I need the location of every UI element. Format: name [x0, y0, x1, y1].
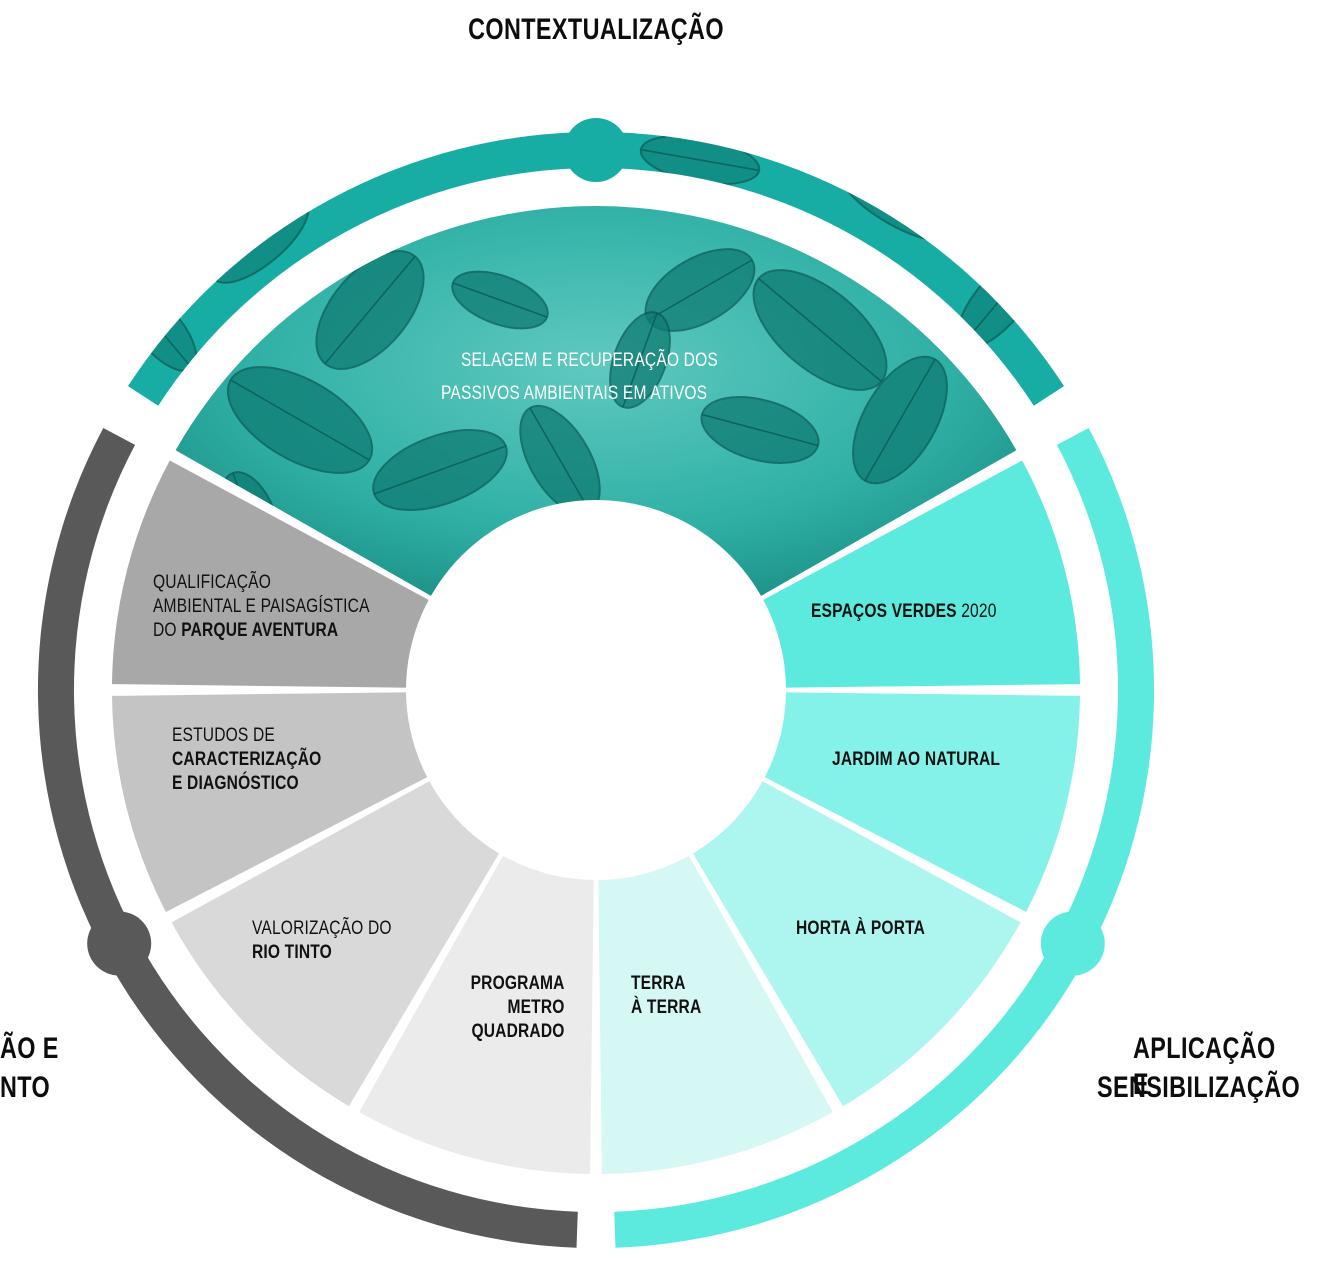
center-circle: [406, 500, 786, 880]
label-horta-a-porta: HORTA À PORTA: [796, 918, 926, 939]
leaf-vein: [452, 282, 548, 318]
leaf-vein: [864, 359, 936, 481]
application-arc: [614, 428, 1155, 1248]
leaf-vein: [758, 278, 882, 382]
planning-arc-knob: [87, 911, 152, 976]
leaf-vein: [640, 148, 760, 172]
leaf-vein: [647, 259, 753, 321]
leaf-vein: [324, 255, 416, 365]
title-planning-line1: ÃO E: [0, 1032, 59, 1065]
leaf-vein: [622, 312, 658, 408]
planning-arc: [37, 428, 578, 1248]
leaf-vein: [373, 445, 507, 495]
title-aplicacao-line1: APLICAÇÃO E: [1133, 1032, 1276, 1101]
segment-espacos-verdes: [750, 460, 1080, 688]
title-contextualizacao: CONTEXTUALIZAÇÃO: [468, 13, 724, 46]
photo-label-line2: PASSIVOS AMBIENTAIS EM ATIVOS: [441, 383, 708, 404]
segment-qualificacao-parque-aventura: [112, 460, 442, 688]
segment-jardim-ao-natural: [751, 692, 1080, 912]
label-qualificacao-parque-aventura: QUALIFICAÇÃO AMBIENTAL E PAISAGÍSTICA DO…: [153, 572, 370, 641]
contextualization-arc: [128, 131, 1064, 406]
contextualization-arc-knob: [564, 118, 628, 182]
title-aplicacao-line2: SENSIBILIZAÇÃO: [1097, 1071, 1301, 1104]
leaf-vein: [529, 407, 591, 513]
segment-terra-a-terra: [598, 842, 833, 1174]
leaf-vein: [701, 413, 819, 447]
label-jardim-ao-natural: JARDIM AO NATURAL: [832, 749, 1001, 770]
label-programa-metro-quadrado: PROGRAMA METRO QUADRADO: [471, 973, 565, 1042]
photo-label-line1: SELAGEM E RECUPERAÇÃO DOS: [461, 350, 718, 371]
segment-horta-a-porta: [685, 774, 1021, 1107]
title-planning-line2: NTO: [0, 1071, 51, 1104]
label-espacos-verdes: ESPAÇOS VERDES 2020: [811, 601, 997, 622]
label-terra-a-terra: TERRA À TERRA: [631, 973, 702, 1018]
label-valorizacao-rio-tinto: VALORIZAÇÃO DO RIO TINTO: [252, 918, 392, 963]
segment-valorizacao-rio-tinto: [171, 774, 507, 1107]
leaf-vein: [230, 379, 370, 461]
application-arc-knob: [1040, 911, 1105, 976]
photo-segment: [175, 206, 1017, 604]
segment-programa-metro-quadrado: [359, 842, 594, 1174]
label-estudos-caracterizacao: ESTUDOS DE CARACTERIZAÇÃO E DIAGNÓSTICO: [172, 725, 322, 794]
segment-estudos-caracterizacao: [112, 692, 441, 912]
